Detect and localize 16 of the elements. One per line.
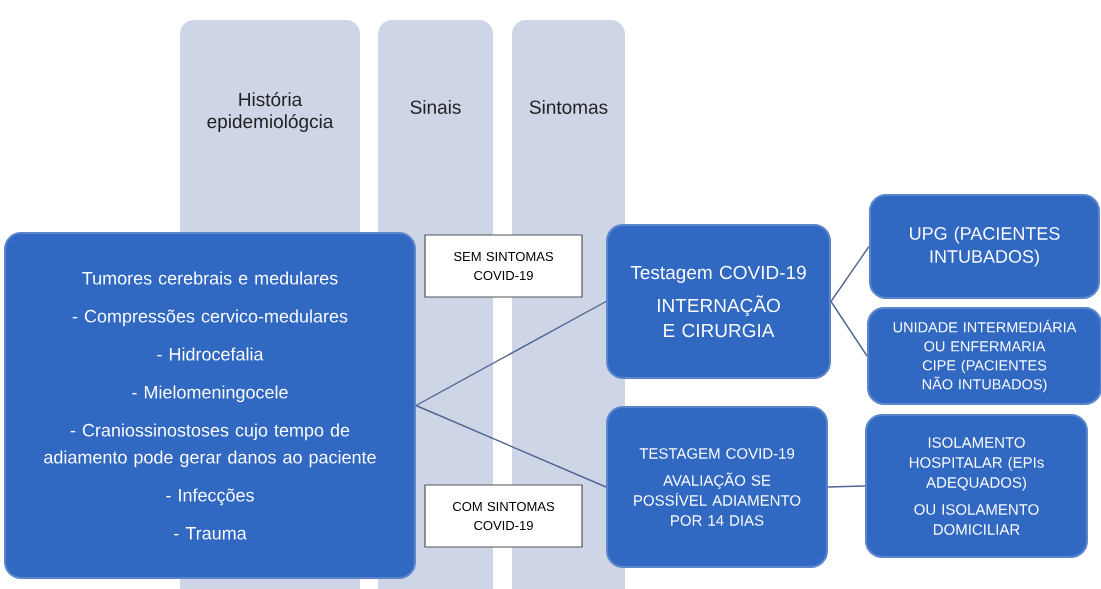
column-heading: História epidemiológcia [207, 92, 334, 132]
text-box: SEM SINTOMAS COVID-19 [424, 234, 583, 298]
process-box: ISOLAMENTO HOSPITALAR (EPIs ADEQUADOS) OU ISOLAMENTO DOMICILIAR [865, 414, 1088, 558]
process-box: Tumores cerebrais e medulares - Compressões cervico-medulares - Hidrocefalia - Mielomeningocele - Craniossinostoses cujo tempo de adiamento pode gerar danos ao paciente - Infecções - Trauma [4, 232, 416, 579]
connector-line [827, 485, 866, 488]
process-box: UNIDADE INTERMEDIÁRIA OU ENFERMARIA CIPE (PACIENTES NÃO INTUBADOS) [867, 307, 1101, 405]
text-box: COM SINTOMAS COVID-19 [424, 484, 583, 548]
connector-line [415, 300, 607, 407]
column-heading: Sinais [410, 100, 461, 114]
process-box: UPG (PACIENTES INTUBADOS) [869, 194, 1100, 299]
connector-line [830, 245, 870, 303]
process-box: TESTAGEM COVID-19 AVALIAÇÃO SE POSSÍVEL ADIAMENTO POR 14 DIAS [606, 406, 828, 568]
column-heading: Sintomas [529, 100, 608, 114]
process-box: Testagem COVID-19 INTERNAÇÃO E CIRURGIA [606, 224, 831, 379]
connector-line [830, 300, 868, 357]
connector-line [415, 404, 607, 488]
